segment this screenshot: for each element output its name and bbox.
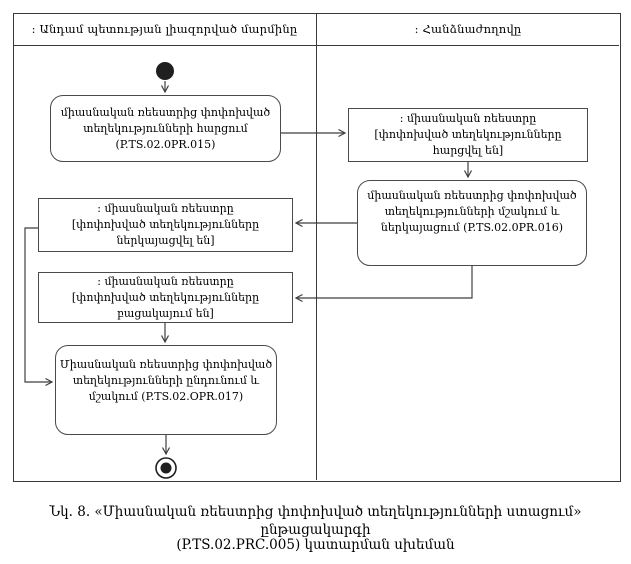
- action-process-and-present: միասնական ռեեստրից փոփոխված տեղեկություն…: [357, 180, 587, 266]
- object-presented-line2: [փոփոխված տեղեկությունները ներկայացվել ե…: [71, 218, 260, 247]
- action-receive-line3: մշակում (P.TS.02.OPR.017): [88, 390, 244, 403]
- figure-caption-line1: Նկ. 8. «Միասնական ռեեստրից փոփոխված տեղե…: [49, 504, 582, 538]
- action-receive-and-process: Միասնական ռեեստրից փոփոխված տեղեկություն…: [55, 345, 277, 435]
- lane-header-commission-label: : Հանձնաժողովը: [414, 22, 522, 36]
- object-presented-line1: : միասնական ռեեստրը: [97, 202, 234, 215]
- object-registry-requested: : միասնական ռեեստրը [փոփոխված տեղեկությո…: [348, 108, 588, 162]
- object-requested-line2: [փոփոխված տեղեկությունները հարցվել են]: [374, 128, 562, 157]
- action-request-changed-info: միասնական ռեեստրից փոփոխված տեղեկություն…: [50, 95, 281, 162]
- action-process-line1: միասնական ռեեստրից փոփոխված: [367, 189, 577, 202]
- action-receive-line2: տեղեկությունների ընդունում և: [72, 374, 260, 387]
- action-request-line1: միասնական ռեեստրից փոփոխված: [60, 105, 271, 119]
- object-registry-presented: : միասնական ռեեստրը [փոփոխված տեղեկությո…: [38, 198, 293, 252]
- action-process-line2: տեղեկությունների մշակում և: [384, 205, 560, 218]
- lane-header-commission: : Հանձնաժողովը: [317, 13, 619, 45]
- lane-header-authorized-body: : Անդամ պետության լիազորված մարմինը: [13, 13, 316, 45]
- action-process-line3: ներկայացում (P.TS.02.0PR.016): [380, 221, 564, 234]
- object-absent-line2: [փոփոխված տեղեկությունները բացակայում են…: [71, 290, 260, 320]
- object-absent-line1: : միասնական ռեեստրը: [97, 274, 234, 288]
- object-registry-absent: : միասնական ռեեստրը [փոփոխված տեղեկությո…: [38, 272, 293, 323]
- action-receive-line1: Միասնական ռեեստրից փոփոխված: [59, 358, 273, 371]
- action-request-line3: (P.TS.02.0PR.015): [115, 137, 216, 151]
- action-request-line2: տեղեկությունների հարցում: [83, 121, 248, 135]
- swimlane-frame: [13, 13, 621, 482]
- lane-header-authorized-body-label: : Անդամ պետության լիազորված մարմինը: [31, 22, 298, 36]
- lane-divider: [316, 13, 317, 480]
- object-requested-line1: : միասնական ռեեստրը: [399, 112, 537, 125]
- figure-caption-line2: (P.TS.02.PRC.005) կատարման սխեման: [176, 537, 455, 553]
